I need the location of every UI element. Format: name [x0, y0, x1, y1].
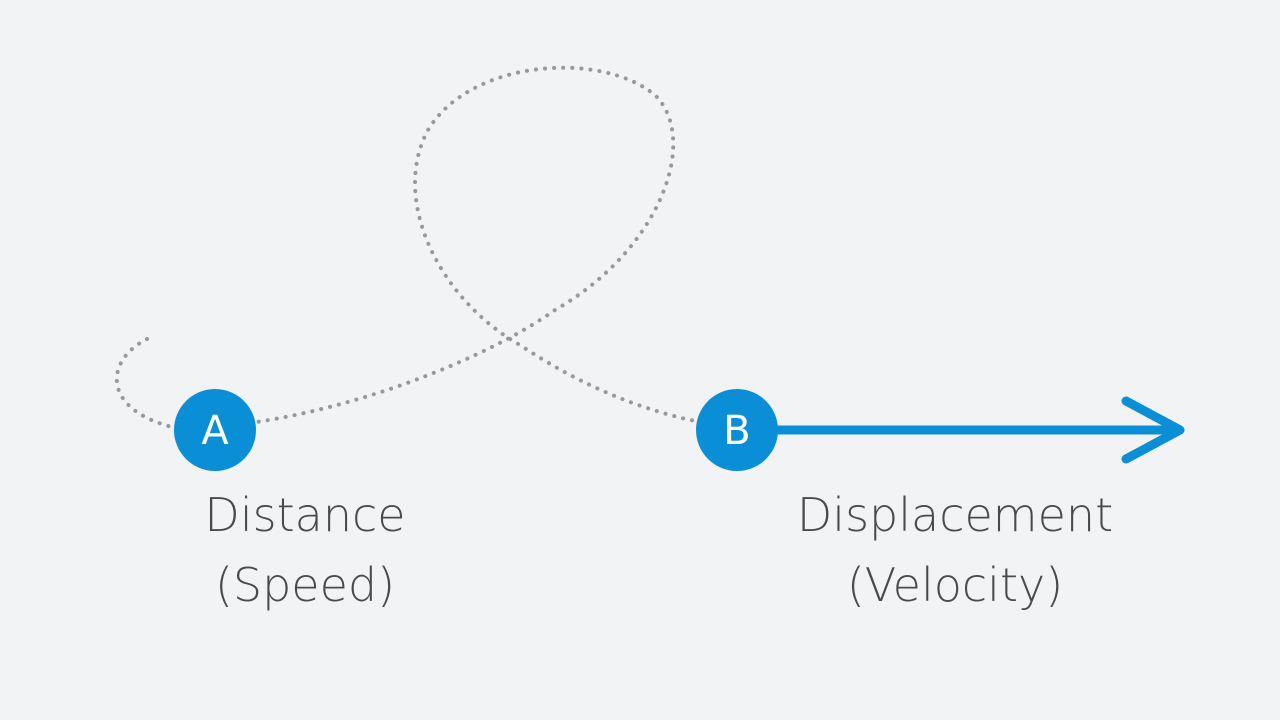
point-a: A: [174, 389, 256, 471]
point-b-label: B: [723, 408, 750, 454]
speed-label: (Speed): [214, 558, 396, 612]
point-a-label: A: [201, 408, 229, 454]
velocity-label: (Velocity): [846, 558, 1064, 612]
distance-caption: Distance (Speed): [150, 480, 460, 620]
distance-label: Distance: [204, 488, 406, 542]
displacement-label: Displacement: [796, 488, 1114, 542]
displacement-arrow-head: [1121, 396, 1185, 464]
point-b: B: [696, 389, 778, 471]
displacement-caption: Displacement (Velocity): [760, 480, 1150, 620]
distance-path: [114, 65, 702, 431]
